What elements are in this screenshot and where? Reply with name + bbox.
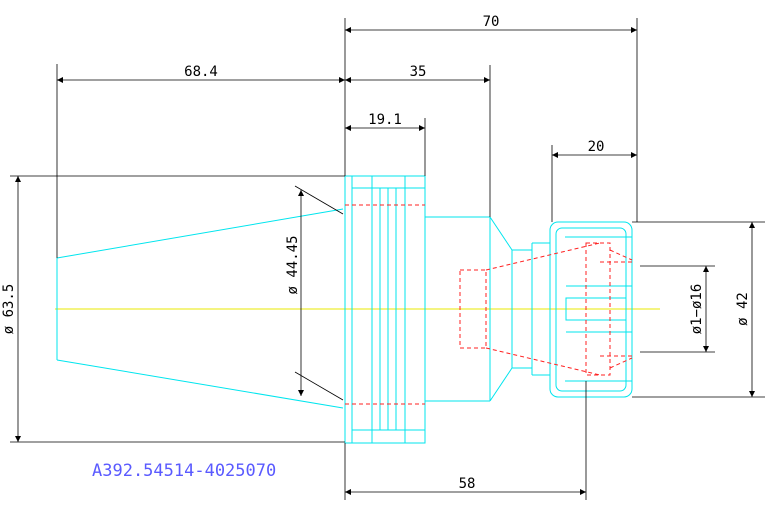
dim-taper-length: 68.4 bbox=[184, 64, 218, 80]
dim-taper-diameter: ø 63.5 bbox=[1, 284, 17, 335]
dim-gauge-to-nut-end: 58 bbox=[459, 476, 476, 492]
dimension-lines bbox=[15, 27, 755, 495]
dim-flange-diameter: ø 44.45 bbox=[285, 235, 301, 294]
extension-lines bbox=[10, 18, 765, 500]
dim-overall-length: 70 bbox=[483, 14, 500, 30]
dim-nut-length: 20 bbox=[588, 139, 605, 155]
dim-flange-to-shoulder: 35 bbox=[410, 64, 427, 80]
part-number-label: A392.54514-4025070 bbox=[92, 461, 276, 481]
dim-flange-width: 19.1 bbox=[368, 112, 402, 128]
hidden-lines bbox=[345, 204, 633, 405]
dim-collet-range: ø1−ø16 bbox=[689, 284, 705, 335]
dim-nut-diameter: ø 42 bbox=[735, 292, 751, 326]
tool-outline bbox=[56, 175, 633, 444]
